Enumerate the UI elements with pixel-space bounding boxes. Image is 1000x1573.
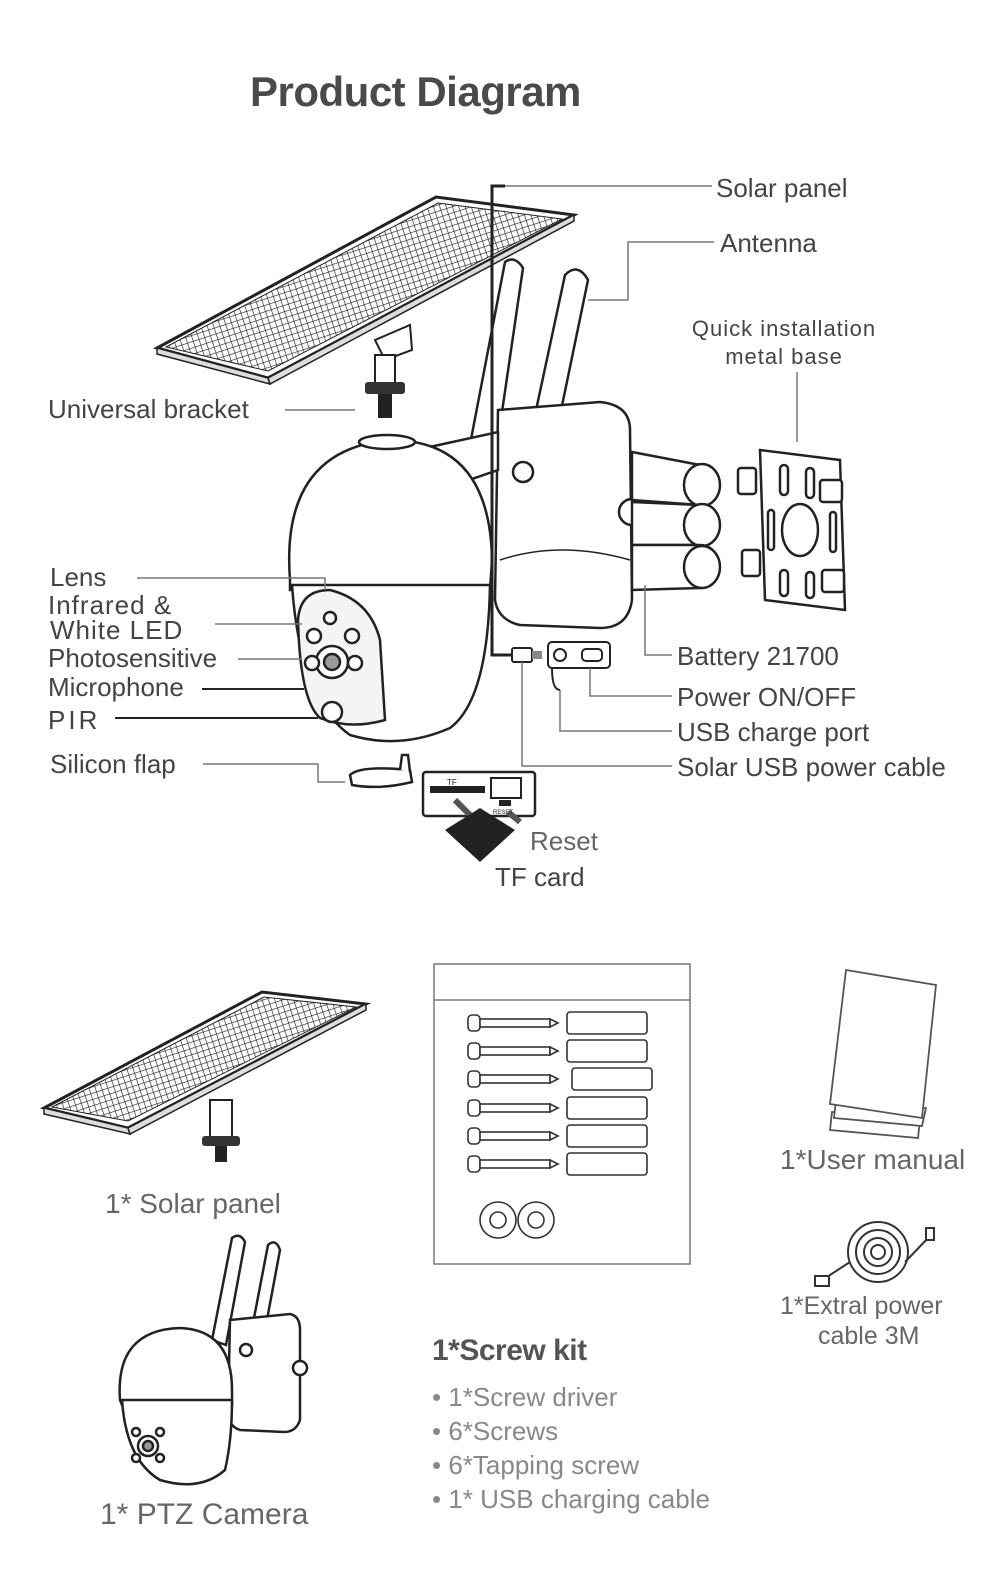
tf-slot-label: TF (447, 778, 457, 787)
solar-cable-label: Solar USB power cable (677, 752, 946, 782)
page-title: Product Diagram (250, 68, 581, 115)
screw-kit-title: 1*Screw kit (432, 1334, 587, 1367)
power-switch-label: Power ON/OFF (677, 682, 857, 712)
lens-label: Lens (50, 562, 107, 592)
quick-base-label-line2: metal base (725, 344, 843, 369)
screw-kit-drawing (433, 963, 691, 1265)
package-manual-label: 1*User manual (780, 1144, 966, 1175)
screw-kit-list: 1*Screw driver 6*Screws 6*Tapping screw … (432, 1380, 710, 1516)
screw-kit-item: 1*Screw driver (432, 1380, 710, 1414)
solar-panel-drawing (152, 195, 579, 418)
silicon-flap-label: Silicon flap (50, 749, 176, 779)
silicon-flap-drawing (348, 753, 414, 789)
battery-label: Battery 21700 (677, 641, 839, 671)
screw-kit-item: 6*Tapping screw (432, 1448, 710, 1482)
antenna-label: Antenna (720, 228, 817, 258)
screw-kit-item: 6*Screws (432, 1414, 710, 1448)
metal-base-drawing (736, 448, 847, 612)
package-camera-label: 1* PTZ Camera (100, 1498, 309, 1531)
quick-base-label-line1: Quick installation (691, 316, 877, 341)
power-cable-drawing (814, 1221, 935, 1287)
reset-label: Reset (530, 826, 598, 856)
package-camera-drawing (118, 1234, 309, 1486)
user-manual-drawing (829, 968, 937, 1139)
battery-drawing (630, 450, 722, 592)
universal-bracket-label: Universal bracket (48, 394, 249, 424)
infrared-label-line1: Infrared & (48, 590, 173, 620)
package-cable-label-line2: cable 3M (818, 1322, 920, 1350)
package-cable-label-line1: 1*Extral power (780, 1292, 943, 1320)
reset-small-label: RESET (493, 810, 513, 816)
usb-port-label: USB charge port (677, 717, 870, 747)
solar-cable-drawing (490, 184, 611, 691)
pir-label: PIR (48, 705, 101, 735)
package-solar-panel-drawing (39, 990, 372, 1162)
solar-panel-label: Solar panel (716, 173, 848, 203)
screw-kit-item: 1* USB charging cable (432, 1482, 710, 1516)
package-solar-panel-label: 1* Solar panel (105, 1188, 281, 1219)
infrared-label-line2: White LED (50, 615, 184, 645)
tf-reset-panel-drawing (421, 770, 537, 862)
microphone-label: Microphone (48, 672, 184, 702)
photosensitive-label: Photosensitive (48, 643, 218, 673)
camera-drawing (287, 258, 647, 743)
tf-card-label: TF card (495, 862, 585, 892)
leader-lines (115, 185, 798, 783)
